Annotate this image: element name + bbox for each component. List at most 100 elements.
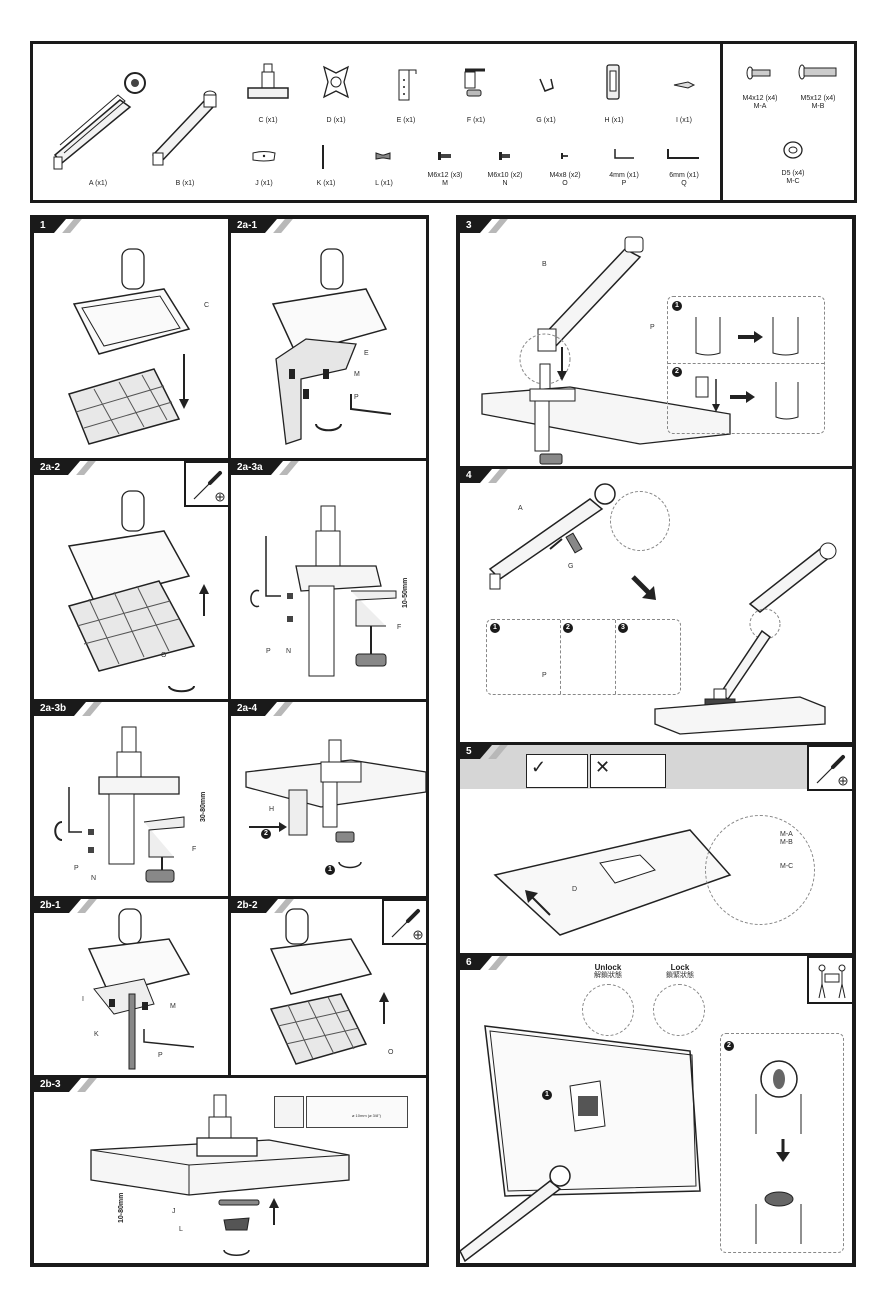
unlock-state-circle — [582, 984, 634, 1036]
callout-o: O — [161, 652, 167, 659]
step-1-panel: 1 C — [32, 217, 230, 460]
part-label-i: I (x1) — [676, 117, 692, 124]
monitor-hw-size-mb: M5x12 (x4) — [800, 95, 836, 102]
correct-screw-example: ✓ — [526, 754, 588, 788]
desk-thickness-range: 10-80mm — [118, 1192, 125, 1223]
hardware-size-o: M4x8 (x2) — [549, 172, 581, 179]
clamp-assembly-illustration — [54, 726, 185, 883]
part-label-j: J (x1) — [255, 180, 273, 187]
callout-m: M — [354, 371, 360, 378]
small-screw-icon — [561, 153, 568, 159]
lock-state-circle — [653, 984, 705, 1036]
callout-d: D — [572, 886, 578, 893]
clamp-icon — [464, 68, 485, 97]
substep-marker-2: 2 — [563, 623, 573, 633]
divider — [668, 363, 824, 364]
allen-key-icon — [667, 149, 699, 159]
tool-box — [807, 956, 852, 1004]
step-2b-2-panel: 2b-2 O — [229, 897, 428, 1077]
step-badge: 2a-1 — [231, 219, 293, 233]
hardware-size-q: 6mm (x1) — [669, 172, 699, 179]
callout-k: K — [94, 1031, 99, 1038]
drill-bit-icon — [306, 1096, 408, 1128]
step-2a-2-panel: 2a-2 O — [32, 459, 230, 701]
mount-base-illustration — [67, 248, 191, 445]
part-label-f: F (x1) — [466, 117, 486, 124]
part-label-c: C (x1) — [258, 117, 278, 124]
substep-marker-2: 2 — [672, 367, 682, 377]
screw-icon — [746, 66, 771, 80]
step-badge: 5 — [460, 745, 508, 759]
callout-j: J — [172, 1208, 176, 1215]
callout-a: A — [518, 505, 523, 512]
drill-icon — [274, 1096, 304, 1128]
divider — [560, 620, 561, 694]
substep-marker-1: 1 — [490, 623, 500, 633]
phillips-screwdriver-icon — [193, 471, 225, 502]
hardware-size-n: M6x10 (x2) — [487, 172, 523, 179]
callout-i: I — [82, 996, 84, 1003]
base-pole-icon — [247, 63, 289, 99]
part-label-g: G (x1) — [536, 117, 556, 124]
substep-marker-1: 1 — [542, 1090, 552, 1100]
screw-icon — [499, 152, 510, 160]
cable-clip-icon — [539, 78, 554, 92]
arm-on-pole-illustration — [481, 236, 731, 465]
callout-p: P — [266, 648, 271, 655]
monitor-hw-code-mc: M-C — [786, 178, 800, 185]
callout-p: P — [354, 394, 359, 401]
part-label-a: A (x1) — [88, 180, 108, 187]
step-badge: 2a-3a — [231, 461, 299, 475]
lock-subtitle: 鎖緊狀態 — [666, 972, 694, 979]
part-label-b: B (x1) — [175, 180, 195, 187]
step-2b-3-panel: 2b-3 ø 10mm (ø 3/8") J L 10-80mm — [32, 1076, 428, 1265]
unlock-subtitle: 解鎖狀態 — [594, 972, 622, 979]
bracket-icon — [398, 69, 417, 101]
hardware-size-m: M6x12 (x3) — [427, 172, 463, 179]
part-label-d: D (x1) — [326, 117, 346, 124]
step-3-detail-box: 1 2 — [667, 296, 825, 434]
clamp-cover-icon — [606, 64, 620, 100]
step-2b-1-panel: 2b-1 I M K P — [32, 897, 230, 1077]
hardware-code-n: N — [502, 180, 508, 187]
step-2a-1-panel: 2a-1 E M P — [229, 217, 428, 460]
direction-arrow — [631, 575, 656, 600]
callout-f: F — [192, 846, 197, 853]
tool-box — [382, 899, 426, 945]
incorrect-screw-example: ✕ — [590, 754, 666, 788]
callout-h: H — [269, 806, 275, 813]
step-4-detail-box: 1 2 3 P — [486, 619, 681, 695]
unlock-title: Unlock — [594, 963, 622, 972]
parts-divider — [720, 41, 723, 203]
step-badge: 3 — [460, 219, 508, 233]
clamp-to-desk-illustration — [245, 739, 426, 869]
lock-title: Lock — [670, 963, 690, 972]
cover-plate-illustration — [269, 908, 389, 1065]
callout-g: G — [568, 563, 574, 570]
step-6-detail-box: 2 — [720, 1033, 844, 1253]
desk-thickness-range: 10-50mm — [402, 577, 409, 608]
check-icon: ✓ — [531, 757, 547, 777]
callout-f: F — [397, 624, 402, 631]
part-label-e: E (x1) — [396, 117, 416, 124]
threaded-rod-icon — [322, 145, 324, 169]
callout-o: O — [388, 1049, 394, 1056]
hardware-size-p: 4mm (x1) — [609, 172, 639, 179]
screw-detail-circle — [705, 815, 815, 925]
hardware-code-o: O — [562, 180, 568, 187]
step-badge: 2b-3 — [34, 1078, 97, 1092]
callout-n: N — [286, 648, 292, 655]
step-5-panel: 5 ✓ ✕ D M-A M-B M-C — [458, 743, 854, 955]
substep-marker-3: 3 — [618, 623, 628, 633]
washer-icon — [783, 141, 803, 159]
order-marker-1: 1 — [325, 865, 335, 875]
step-2a-4-panel: 2a-4 H 2 1 — [229, 700, 428, 898]
vesa-plate-icon — [323, 65, 349, 99]
callout-l: L — [179, 1226, 183, 1233]
step-badge: 6 — [460, 956, 508, 970]
step-badge: 4 — [460, 469, 508, 483]
monitor-hw-size-ma: M4x12 (x4) — [742, 95, 778, 102]
callout-b: B — [542, 261, 547, 268]
divider — [615, 620, 616, 694]
monitor-hw-code-ma: M-A — [753, 103, 767, 110]
